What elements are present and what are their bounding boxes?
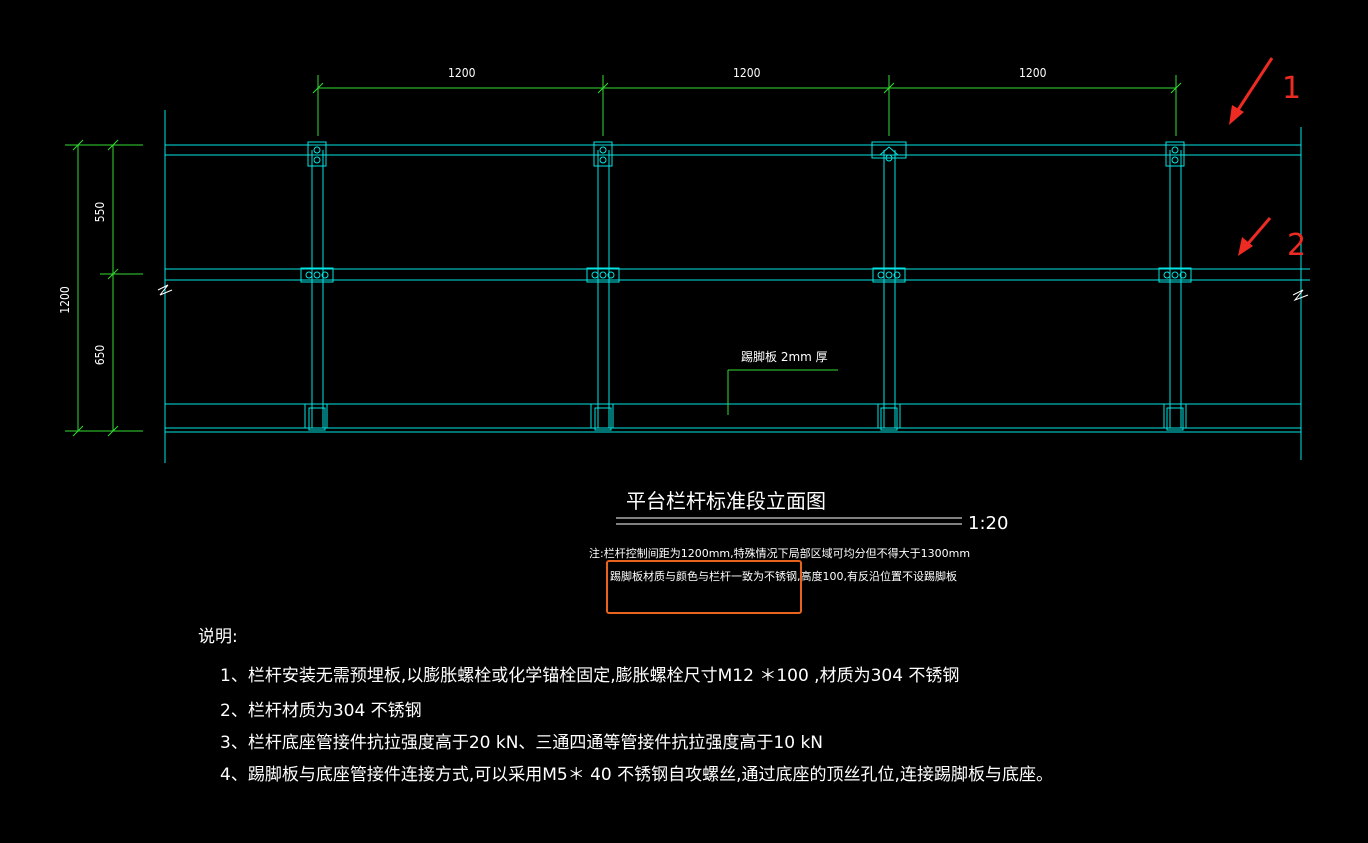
dim-height-upper: 550 — [93, 202, 107, 223]
toe-board-leader — [727, 369, 838, 415]
drawing-note-2: 踢脚板材质与颜色与栏杆一致为不锈钢,高度100,有反沿位置不设踢脚板 — [610, 569, 957, 583]
legend-item-4: 4、踢脚板与底座管接件连接方式,可以采用M5＊ 40 不锈钢自攻螺丝,通过底座的… — [220, 765, 1053, 785]
arrow-marker-1: 1 — [1229, 57, 1301, 125]
dim-span-1: 1200 — [448, 66, 476, 80]
dim-height-total: 1200 — [58, 286, 72, 314]
dim-span-3: 1200 — [1019, 66, 1047, 80]
legend-item-2: 2、栏杆材质为304 不锈钢 — [220, 701, 422, 721]
left-dimension-chain — [65, 139, 143, 437]
drawing-scale: 1:20 — [968, 513, 1008, 534]
marker-label-1: 1 — [1282, 71, 1301, 106]
legend-heading: 说明: — [198, 627, 238, 647]
railing-structure — [157, 110, 1310, 463]
arrow-marker-2: 2 — [1238, 217, 1306, 263]
highlight-box — [606, 560, 802, 614]
drawing-title: 平台栏杆标准段立面图 — [626, 489, 826, 513]
legend-item-1: 1、栏杆安装无需预埋板,以膨胀螺栓或化学锚栓固定,膨胀螺栓尺寸M12 ＊100 … — [220, 666, 959, 686]
top-dimension-chain — [312, 75, 1182, 136]
toe-board-label: 踢脚板 2mm 厚 — [741, 349, 828, 364]
marker-label-2: 2 — [1287, 228, 1306, 263]
drawing-note-1: 注:栏杆控制间距为1200mm,特殊情况下局部区域可均分但不得大于1300mm — [589, 546, 970, 560]
dim-span-2: 1200 — [733, 66, 761, 80]
dim-height-lower: 650 — [93, 345, 107, 366]
legend-item-3: 3、栏杆底座管接件抗拉强度高于20 kN、三通四通等管接件抗拉强度高于10 kN — [220, 733, 823, 753]
title-underline — [616, 517, 962, 525]
